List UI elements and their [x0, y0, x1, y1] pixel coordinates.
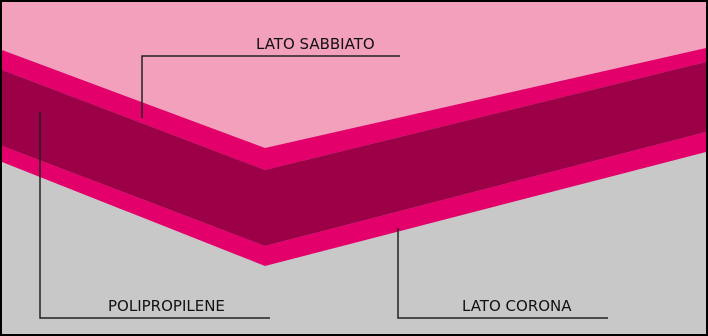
bottom-coating-layer: [2, 132, 706, 266]
top-coating-layer: [2, 48, 706, 170]
polypropylene-leader-line: [39, 112, 270, 319]
sandblasted-side-label: LATO SABBIATO: [256, 35, 375, 53]
corona-leader-line: [397, 228, 608, 319]
corona-side-label: LATO CORONA: [462, 297, 572, 315]
sandblasted-side-area: [2, 2, 706, 148]
sandblasted-leader-line: [141, 55, 400, 118]
polypropylene-core-layer: [2, 62, 706, 246]
polypropylene-label: POLIPROPILENE: [108, 297, 225, 315]
